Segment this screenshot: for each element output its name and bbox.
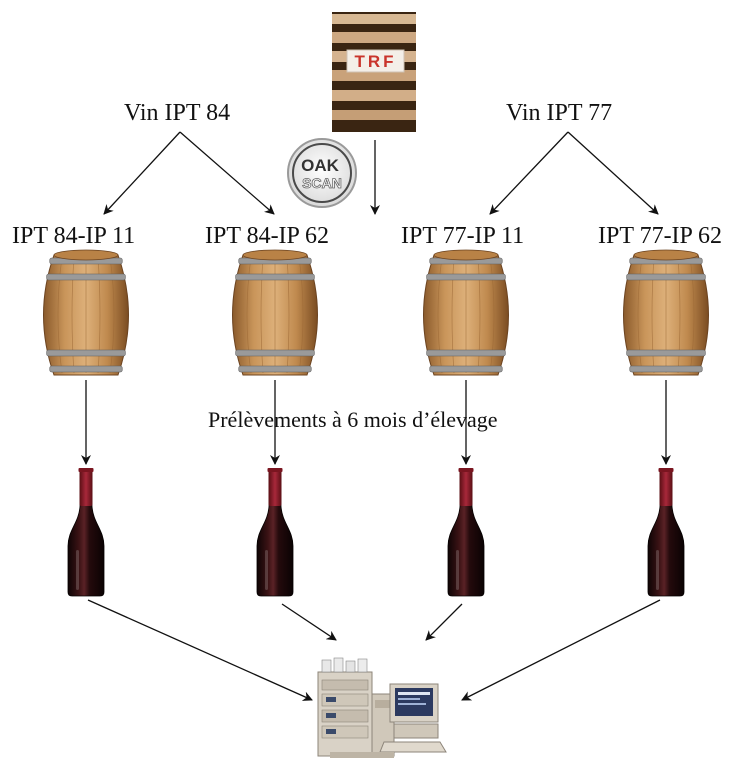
bottle-row — [67, 468, 685, 597]
sampling-arrows — [81, 380, 671, 465]
wine-bottle-icon — [647, 468, 685, 597]
svg-text:OAK: OAK — [301, 156, 340, 175]
barrel-icon — [423, 249, 509, 376]
analysis-arrows — [87, 599, 661, 701]
wine-bottle-icon — [67, 468, 105, 597]
wine-bottle-icon — [447, 468, 485, 597]
barrel-icon — [43, 249, 129, 376]
oakscan-logo: OAK SCAN — [287, 138, 357, 208]
sampling-caption: Prélèvements à 6 mois d’élevage — [208, 407, 498, 432]
wine-label-ipt84: Vin IPT 84 — [124, 100, 231, 126]
barrel-label-ipt84-ip62: IPT 84-IP 62 — [205, 223, 330, 249]
svg-text:TRF: TRF — [354, 52, 396, 71]
barrel-label-ipt84-ip11: IPT 84-IP 11 — [12, 223, 136, 249]
trf-logo: TRF — [332, 12, 416, 132]
wine-bottle-icon — [256, 468, 294, 597]
barrel-icon — [623, 249, 709, 376]
wine-split-arrows — [103, 131, 659, 215]
barrel-label-ipt77-ip11: IPT 77-IP 11 — [401, 223, 525, 249]
barrel-row — [43, 249, 709, 376]
barrel-label-ipt77-ip62: IPT 77-IP 62 — [598, 223, 723, 249]
lab-instrument-icon — [317, 657, 447, 758]
wine-label-ipt77: Vin IPT 77 — [506, 100, 613, 126]
barrel-icon — [232, 249, 318, 376]
svg-text:SCAN: SCAN — [302, 175, 342, 191]
